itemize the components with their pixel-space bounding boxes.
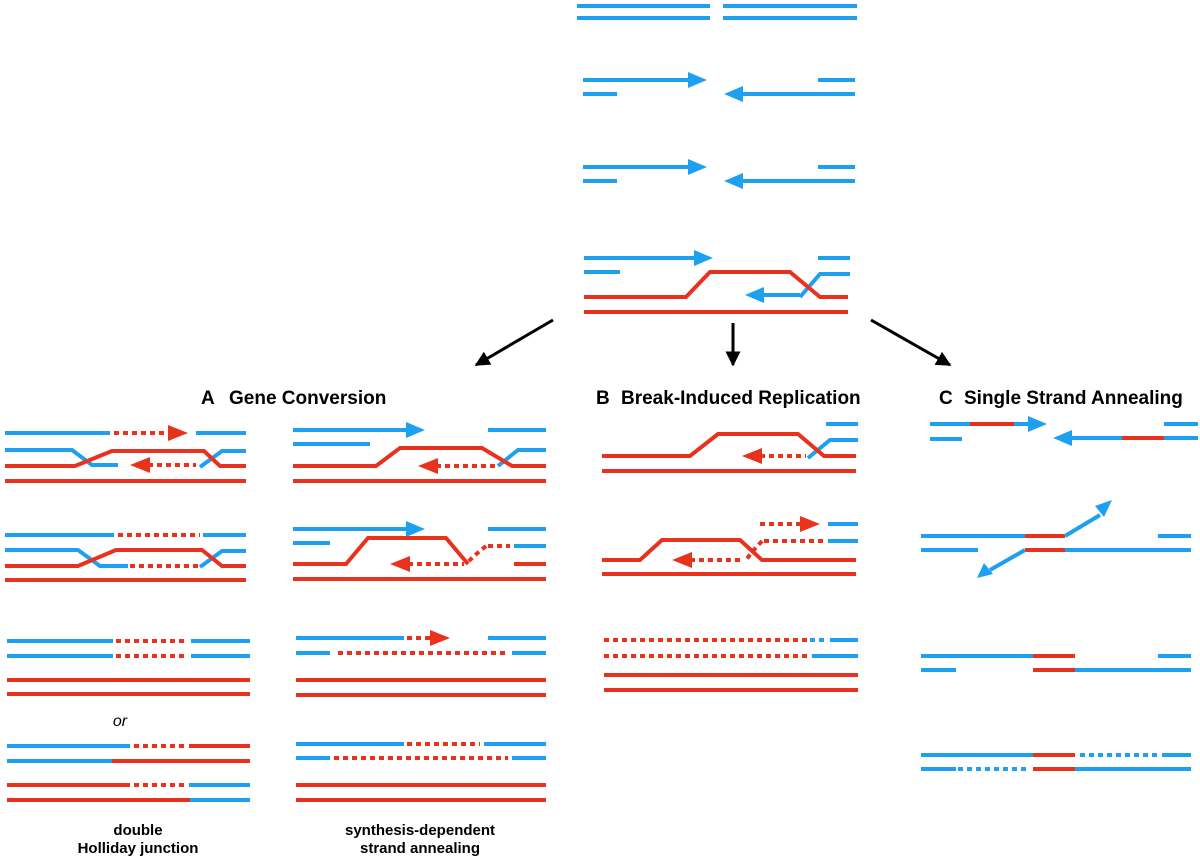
ssa-step-2 bbox=[921, 500, 1191, 578]
dhj-step-2 bbox=[5, 533, 246, 582]
ssa-product bbox=[921, 753, 1191, 771]
sdsa-step-1 bbox=[293, 422, 546, 483]
sdsa-caption-line-2: strand annealing bbox=[360, 840, 480, 857]
arrow-to-gene-conversion bbox=[474, 318, 554, 367]
or-label: or bbox=[113, 713, 128, 730]
ssa-step-1 bbox=[930, 416, 1198, 446]
bir-step-1 bbox=[602, 422, 858, 473]
sdsa-step-3 bbox=[296, 630, 546, 697]
dhj-step-1 bbox=[5, 425, 246, 483]
dhj-product-crossover bbox=[7, 744, 250, 802]
top-double-strand-break bbox=[577, 4, 857, 20]
sdsa-caption-line-1: synthesis-dependent bbox=[345, 822, 495, 839]
panel-c-letter: C bbox=[939, 388, 953, 409]
dhj-caption-line-1: double bbox=[113, 822, 162, 839]
dhj-product-noncrossover bbox=[7, 639, 250, 696]
top-resection-1 bbox=[583, 72, 855, 102]
panel-c-title: Single Strand Annealing bbox=[964, 388, 1183, 409]
sdsa-product bbox=[296, 742, 546, 802]
top-resection-2 bbox=[583, 159, 855, 189]
panel-b-letter: B bbox=[596, 388, 610, 409]
bir-step-2 bbox=[602, 516, 858, 576]
ssa-step-3 bbox=[921, 654, 1191, 672]
dhj-caption-line-2: Holliday junction bbox=[78, 840, 199, 857]
panel-a-title: Gene Conversion bbox=[229, 388, 386, 409]
panel-a-letter: A bbox=[201, 388, 215, 409]
panel-b-title: Break-Induced Replication bbox=[621, 388, 861, 409]
bir-product bbox=[604, 638, 858, 692]
sdsa-step-2 bbox=[293, 521, 546, 581]
arrow-to-single-strand-annealing bbox=[870, 318, 952, 367]
top-strand-invasion bbox=[584, 250, 850, 314]
